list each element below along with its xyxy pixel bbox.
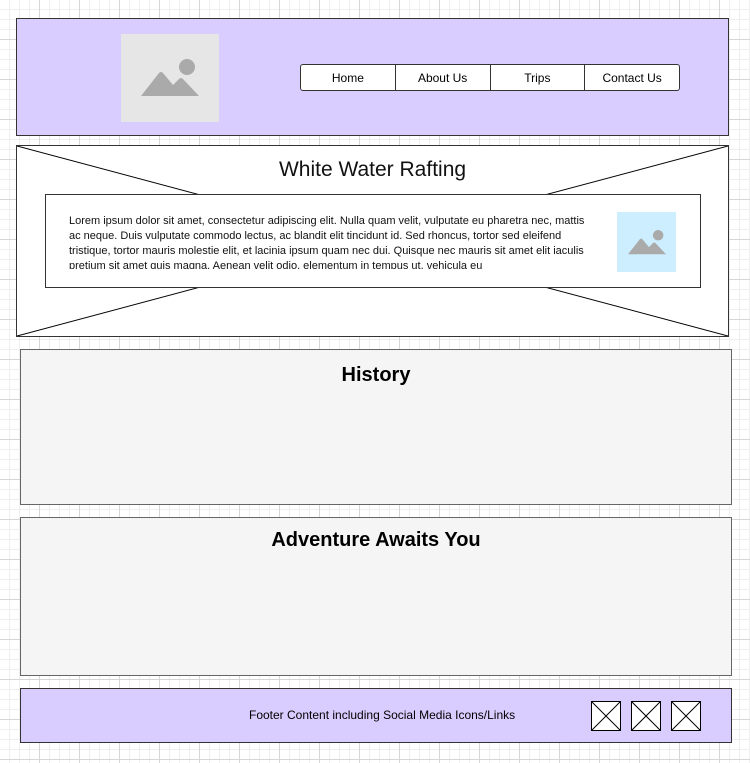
adventure-title: Adventure Awaits You — [271, 529, 481, 551]
site-header: Home About Us Trips Contact Us — [16, 18, 729, 136]
hero-content-card: Lorem ipsum dolor sit amet, consectetur … — [45, 194, 701, 288]
nav-contact-us[interactable]: Contact Us — [602, 70, 662, 85]
social-placeholder-icon[interactable] — [671, 701, 701, 731]
hero-banner: White Water Rafting Lorem ipsum dolor si… — [16, 145, 729, 337]
history-title: History — [341, 364, 411, 386]
footer-text: Footer Content including Social Media Ic… — [249, 708, 516, 722]
hero-title: White Water Rafting — [278, 158, 467, 181]
image-placeholder-icon — [141, 59, 199, 96]
logo-placeholder — [121, 34, 219, 122]
history-section: History — [20, 349, 732, 505]
main-nav: Home About Us Trips Contact Us — [300, 64, 680, 91]
hero-body-text: Lorem ipsum dolor sit amet, consectetur … — [69, 215, 585, 269]
site-footer: Footer Content including Social Media Ic… — [20, 688, 732, 743]
hero-image-placeholder — [617, 212, 676, 272]
nav-home[interactable]: Home — [301, 65, 396, 90]
nav-trips[interactable]: Trips — [491, 65, 586, 90]
adventure-section: Adventure Awaits You — [20, 517, 732, 676]
nav-about-us[interactable]: About Us — [396, 65, 491, 90]
social-placeholder-icon[interactable] — [591, 701, 621, 731]
social-placeholder-icon[interactable] — [631, 701, 661, 731]
image-placeholder-icon — [628, 230, 666, 255]
